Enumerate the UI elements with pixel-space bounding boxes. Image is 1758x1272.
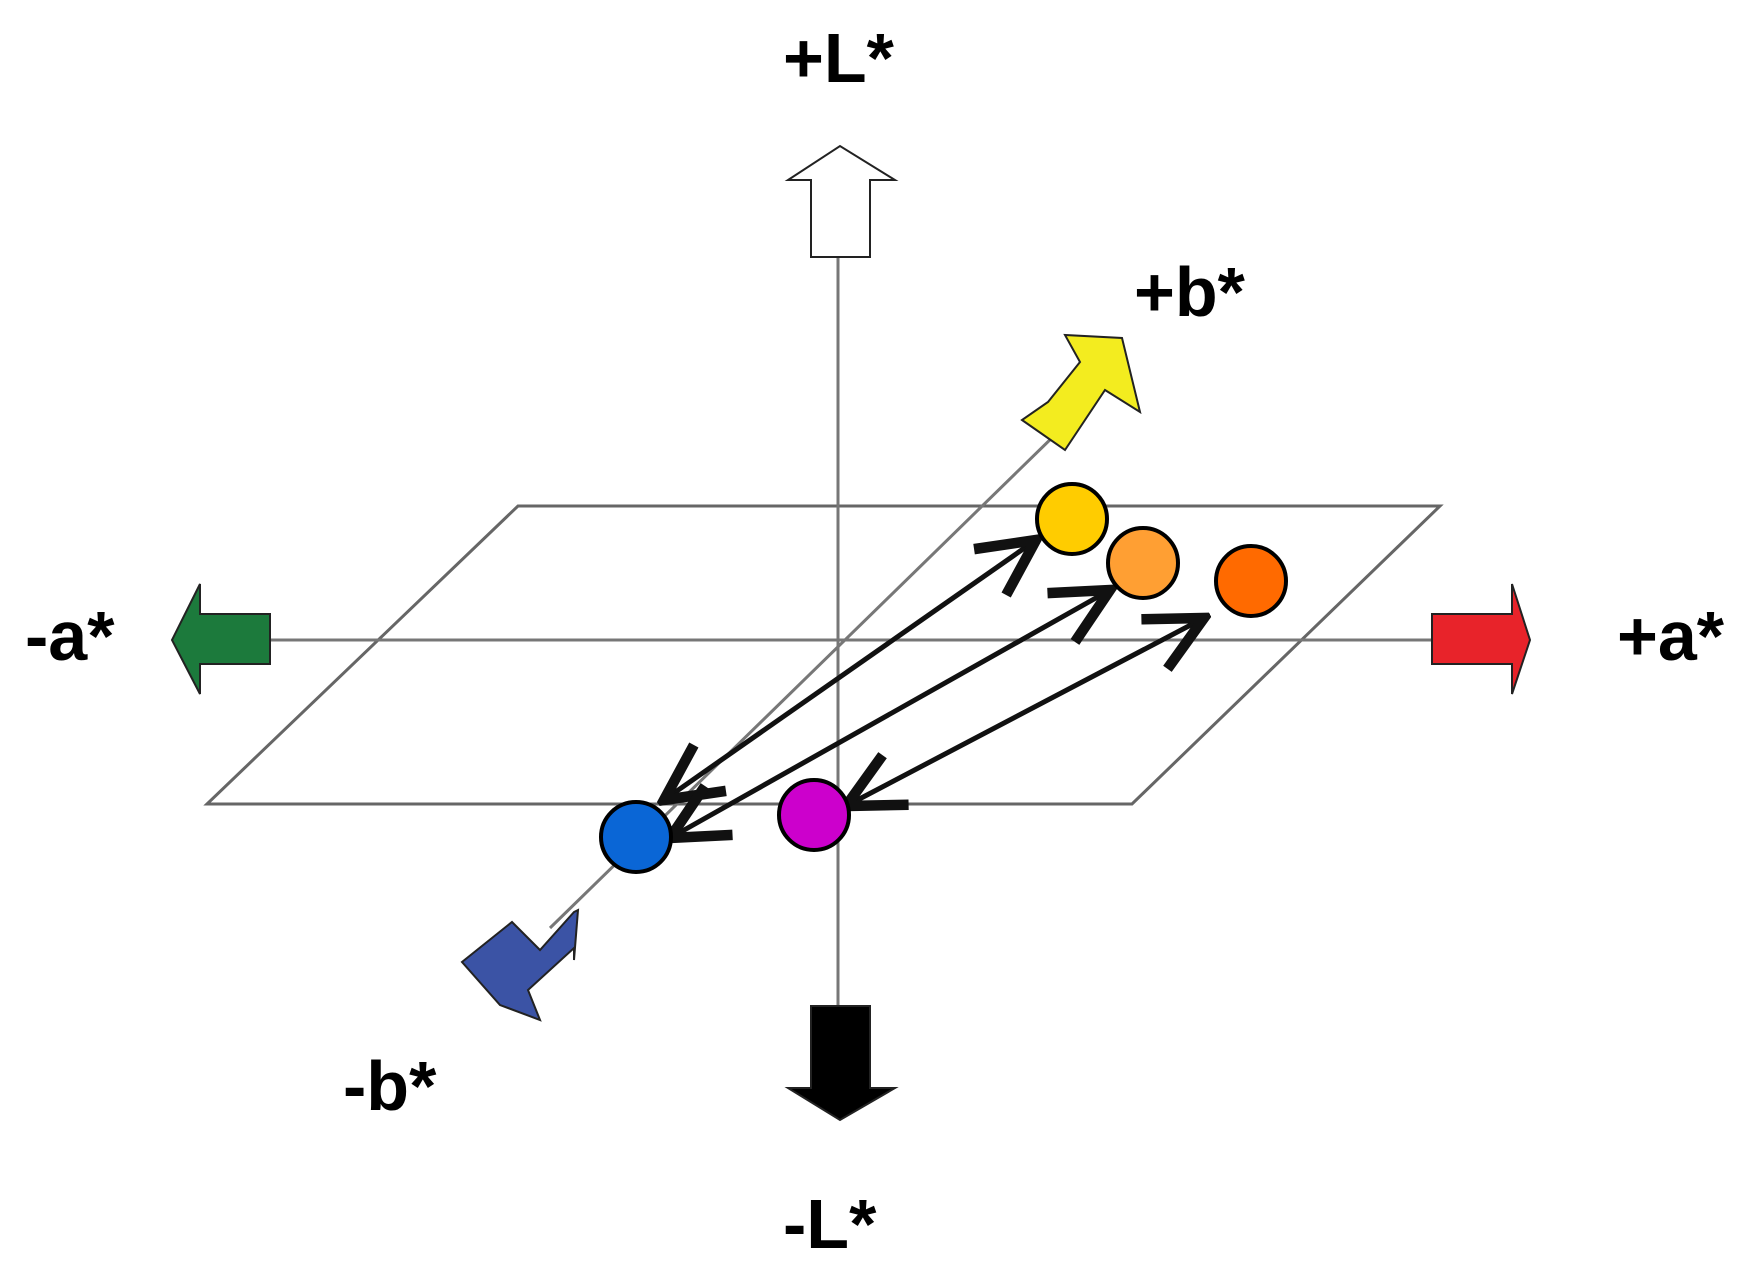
light-orange-dot [1106,526,1180,600]
transition-arrow-light-orange-to-blue [670,590,1110,838]
plus-l-label: +L* [783,19,895,97]
transition-arrow-dark-orange-to-magenta [846,618,1204,806]
plus-a-label: +a* [1617,597,1725,675]
plus-l-arrow [784,144,899,258]
transition-arrow-yellow-to-blue [664,540,1036,800]
plus-b-label: +b* [1134,253,1246,331]
minus-a-arrow [170,583,271,695]
yellow-dot [1035,482,1109,556]
magenta-dot [777,778,851,852]
minus-b-label: -b* [343,1047,437,1125]
minus-a-label: -a* [25,597,115,675]
minus-b-arrow [460,908,580,1022]
minus-l-label: -L* [783,1185,877,1263]
minus-l-arrow [784,1005,899,1122]
plus-a-arrow [1431,583,1532,695]
blue-dot [599,800,673,874]
dark-orange-dot [1214,544,1288,618]
plus-b-arrow [1020,333,1142,452]
